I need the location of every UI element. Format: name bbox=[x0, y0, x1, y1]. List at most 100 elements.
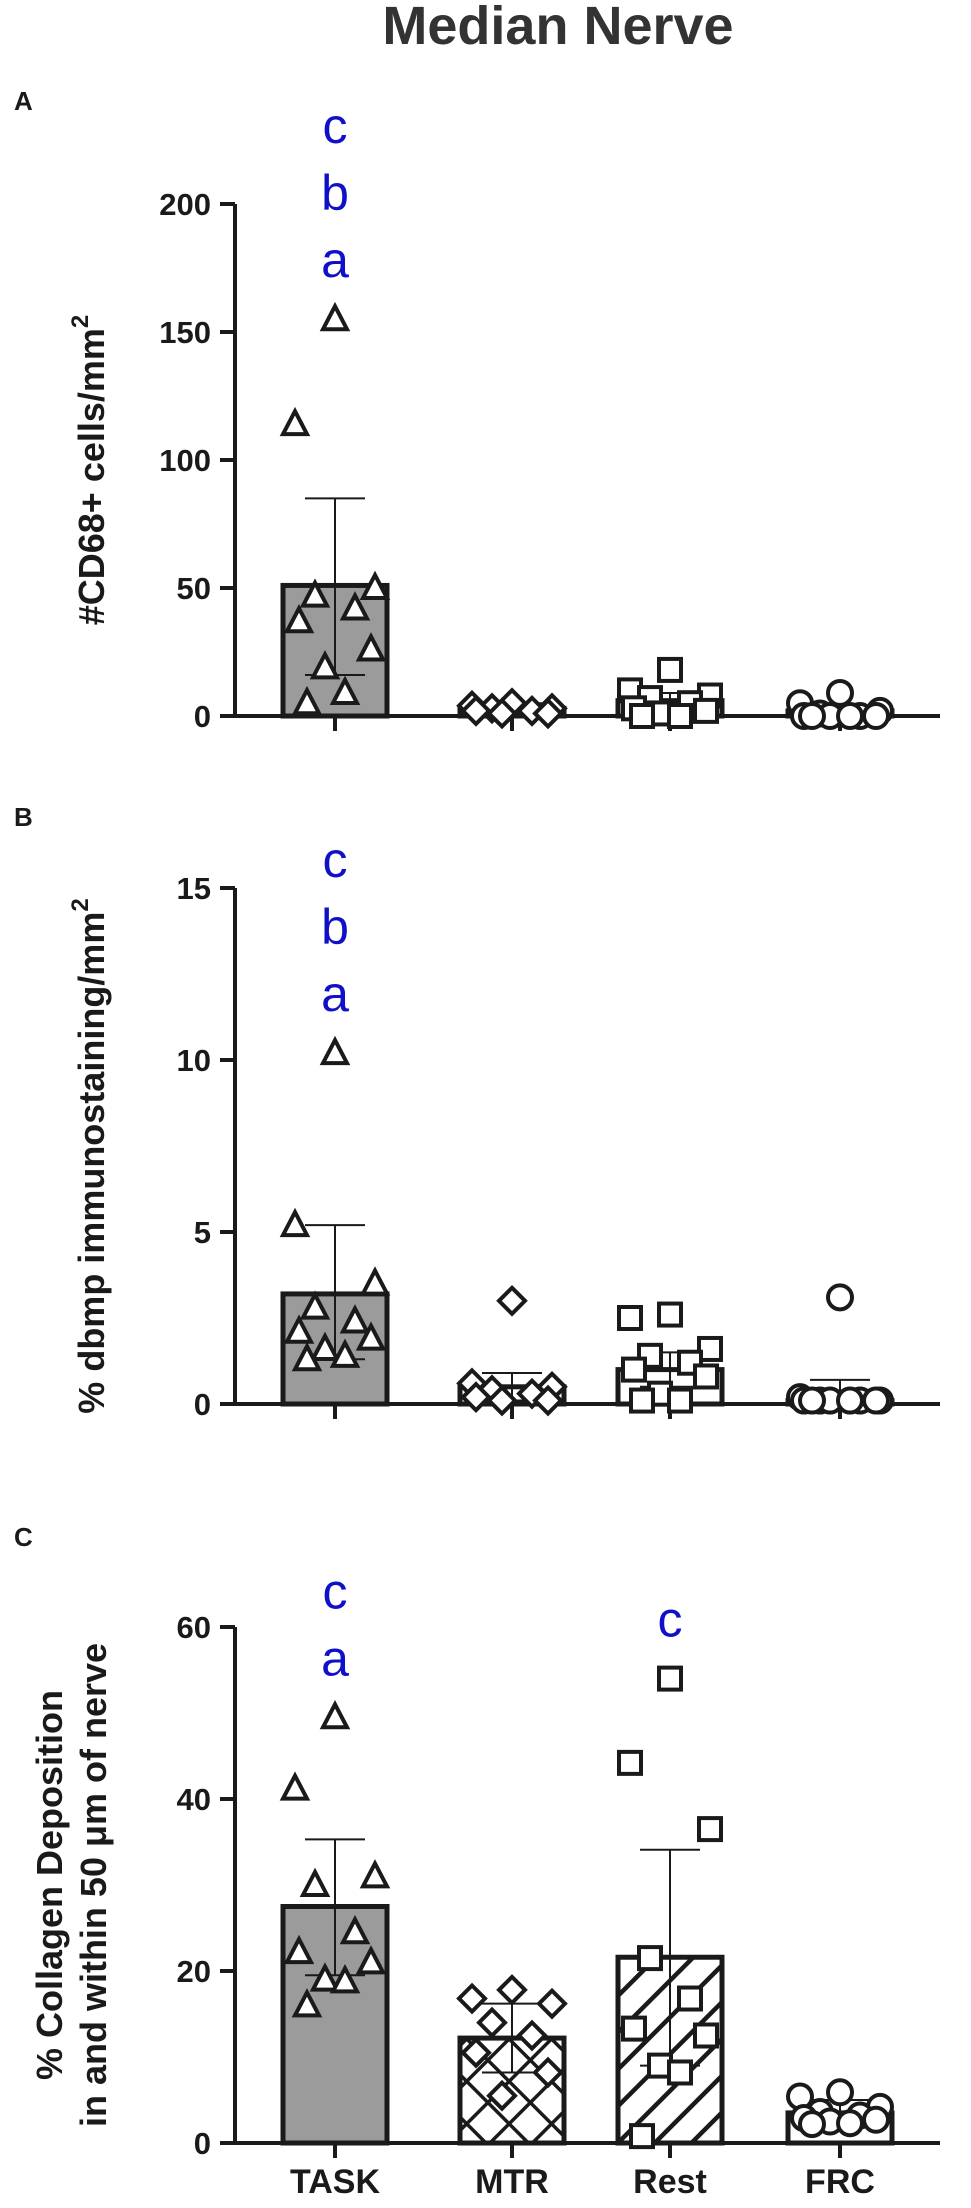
triangle-point bbox=[355, 1321, 387, 1351]
y-tick-label: 50 bbox=[177, 571, 211, 606]
circle-point bbox=[826, 1283, 854, 1312]
triangle-point bbox=[299, 578, 331, 608]
panel-label: A bbox=[14, 86, 33, 116]
panel-label: C bbox=[14, 1522, 33, 1552]
panel-b-chart: B 0 5 10 15 % dbmp immunostaining/mm2 abc bbox=[14, 802, 940, 1422]
diamond-point bbox=[516, 2019, 548, 2052]
square-point bbox=[617, 1749, 643, 1776]
circle-point bbox=[862, 2105, 890, 2134]
diamond-point bbox=[532, 2056, 564, 2089]
triangle-point bbox=[319, 1035, 351, 1066]
significance-letter: c bbox=[323, 98, 348, 154]
circle-point bbox=[826, 678, 854, 707]
triangle-point bbox=[283, 1934, 315, 1965]
y-axis-label-line: % Collagen Deposition bbox=[29, 1690, 70, 2080]
x-tick-label: TASK bbox=[290, 2163, 380, 2201]
triangle-point bbox=[279, 1207, 311, 1238]
square-point bbox=[629, 2123, 655, 2150]
y-tick-label: 200 bbox=[159, 187, 211, 222]
triangle-point bbox=[283, 1314, 315, 1344]
triangle-point bbox=[359, 1266, 391, 1296]
square-point bbox=[621, 1356, 647, 1383]
triangle-point bbox=[359, 1859, 391, 1889]
triangle-point bbox=[279, 1771, 311, 1801]
y-tick-label: 100 bbox=[159, 443, 211, 478]
triangle-point bbox=[339, 591, 371, 621]
circle-point bbox=[862, 1386, 890, 1415]
circle-point bbox=[798, 2110, 826, 2139]
circle-point bbox=[836, 2109, 864, 2138]
y-tick-label: 5 bbox=[194, 1215, 211, 1250]
significance-letter: a bbox=[321, 966, 349, 1022]
triangle-point bbox=[355, 632, 387, 662]
square-point bbox=[657, 656, 683, 683]
y-tick-label: 15 bbox=[177, 871, 211, 906]
y-tick-label: 60 bbox=[177, 1610, 211, 1645]
circle-point bbox=[798, 702, 826, 730]
square-point bbox=[629, 703, 655, 729]
y-axis-label-superscript: 2 bbox=[67, 898, 94, 911]
square-point bbox=[617, 1305, 643, 1331]
triangle-point bbox=[319, 1699, 351, 1730]
y-axis-label-text: % dbmp immunostaining/mm bbox=[71, 912, 112, 1414]
triangle-point bbox=[283, 603, 315, 634]
figure-title: Median Nerve bbox=[382, 0, 733, 56]
y-tick-label: 0 bbox=[194, 1387, 211, 1422]
x-tick-label: Rest bbox=[633, 2163, 707, 2201]
circle-point bbox=[836, 702, 864, 730]
y-tick-label: 0 bbox=[194, 2126, 211, 2161]
triangle-point bbox=[329, 1963, 361, 1994]
diamond-point bbox=[486, 697, 518, 730]
triangle-point bbox=[339, 1914, 371, 1945]
square-point bbox=[693, 2022, 719, 2049]
y-axis-label: % dbmp immunostaining/mm2 bbox=[67, 898, 112, 1413]
y-tick-label: 40 bbox=[177, 1782, 211, 1817]
x-tick-label: FRC bbox=[805, 2163, 875, 2201]
y-tick-label: 20 bbox=[177, 1954, 211, 1989]
square-point bbox=[693, 1363, 719, 1390]
triangle-point bbox=[279, 406, 311, 437]
square-point bbox=[693, 697, 719, 724]
square-point bbox=[637, 1945, 663, 1972]
triangle-point bbox=[291, 1341, 323, 1372]
diamond-point bbox=[496, 1974, 528, 2006]
y-axis-label-text: #CD68+ cells/mm bbox=[71, 328, 112, 625]
square-point bbox=[657, 1665, 683, 1692]
square-point bbox=[657, 1301, 683, 1328]
circle-point bbox=[836, 1386, 864, 1415]
square-point bbox=[621, 2015, 647, 2042]
triangle-point bbox=[309, 650, 341, 680]
triangle-point bbox=[291, 685, 323, 716]
square-point bbox=[667, 1387, 693, 1414]
y-tick-label: 150 bbox=[159, 315, 211, 350]
significance-letter: b bbox=[321, 899, 349, 955]
triangle-point bbox=[309, 1962, 341, 1992]
significance-letter: a bbox=[321, 1630, 349, 1686]
square-point bbox=[697, 1816, 723, 1843]
triangle-point bbox=[299, 1290, 331, 1320]
square-point bbox=[667, 2059, 693, 2086]
triangle-point bbox=[339, 1304, 371, 1334]
diamond-point bbox=[532, 1384, 564, 1417]
significance-letter: b bbox=[321, 165, 349, 221]
diamond-point bbox=[536, 1987, 568, 2020]
y-tick-label: 0 bbox=[194, 699, 211, 734]
triangle-point bbox=[359, 570, 391, 600]
triangle-point bbox=[291, 1988, 323, 2018]
diamond-point bbox=[486, 2079, 518, 2112]
y-tick-label: 10 bbox=[177, 1043, 211, 1078]
significance-letter: c bbox=[323, 832, 348, 888]
square-point bbox=[629, 1387, 655, 1414]
diamond-point bbox=[496, 1284, 528, 1317]
circle-point bbox=[798, 1386, 826, 1415]
x-tick-label: MTR bbox=[475, 2163, 549, 2201]
significance-letter: c bbox=[658, 1592, 683, 1648]
diamond-point bbox=[476, 2006, 508, 2039]
y-axis-label-superscript: 2 bbox=[67, 315, 94, 328]
panel-label: B bbox=[14, 802, 33, 832]
circle-point bbox=[862, 702, 890, 730]
square-point bbox=[677, 1985, 703, 2012]
